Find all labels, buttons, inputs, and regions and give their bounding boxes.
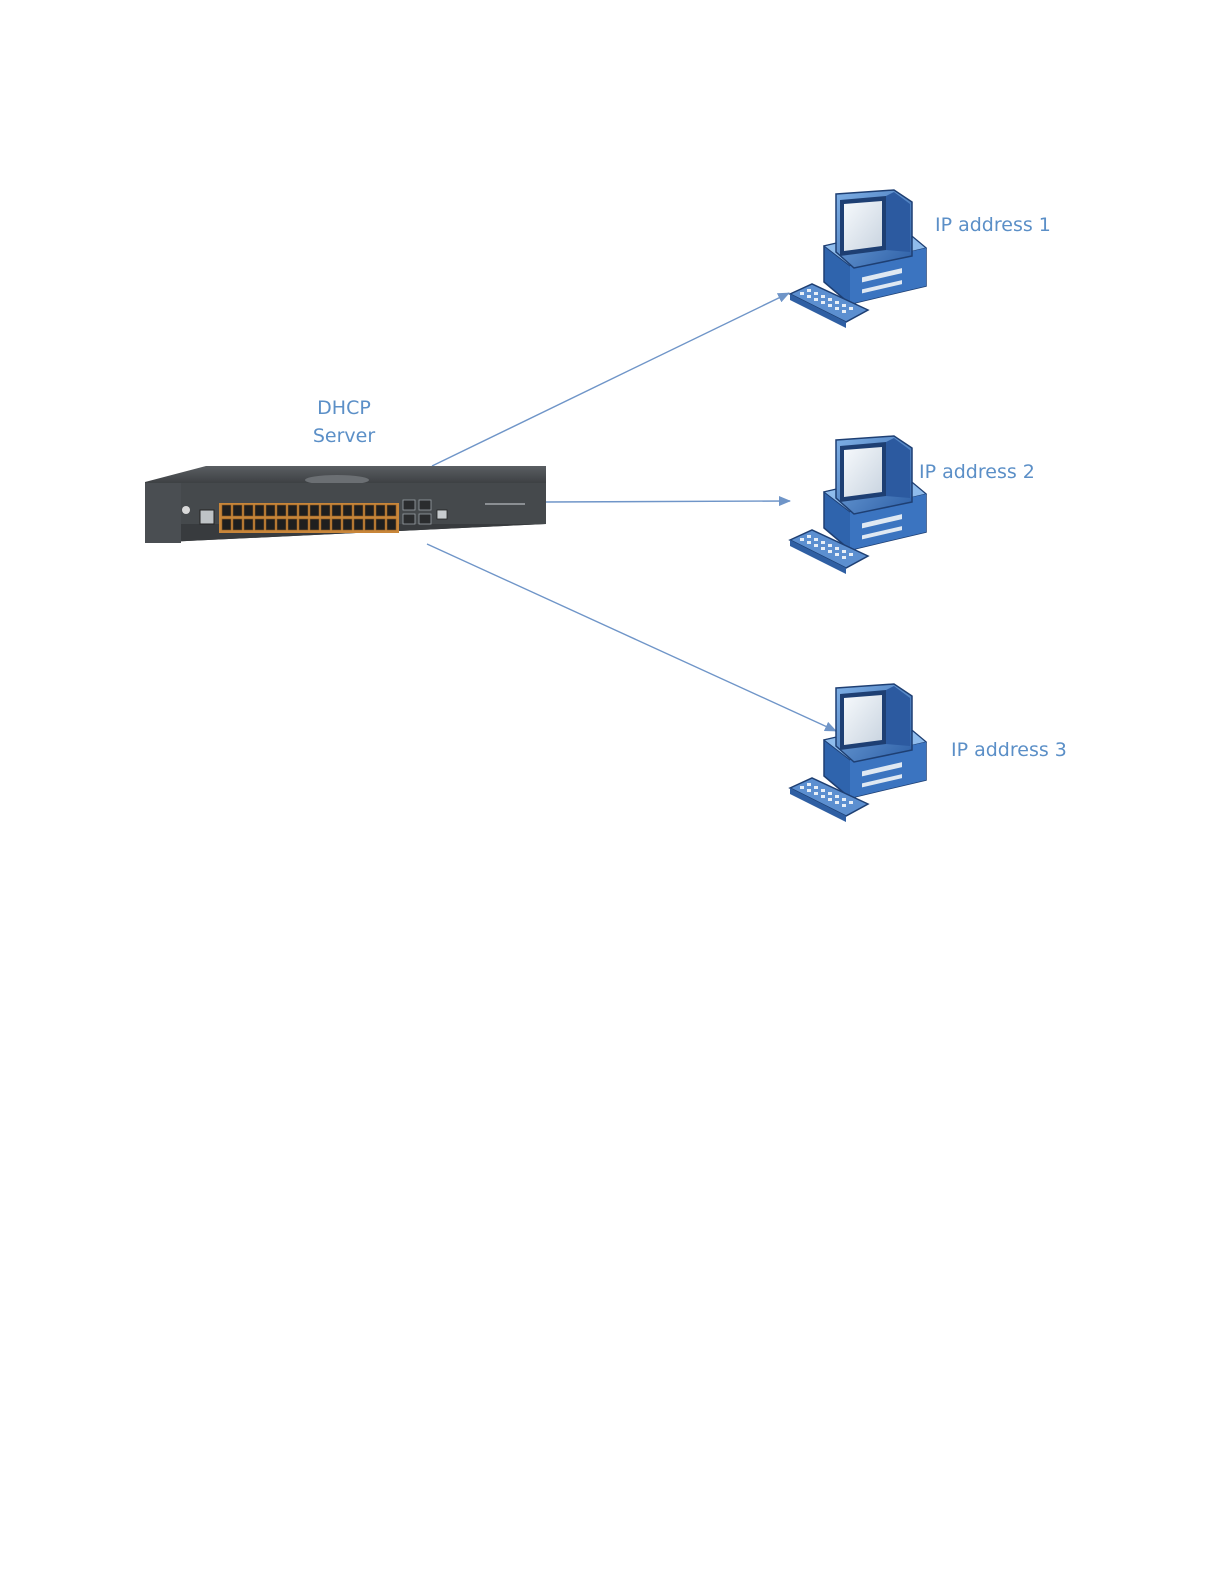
desktop-computer-icon (790, 684, 926, 822)
client-label-1: IP address 1 (935, 211, 1051, 239)
client-label-2: IP address 2 (919, 458, 1035, 486)
client-label-3: IP address 3 (951, 736, 1067, 764)
connector-arrow-1 (432, 293, 789, 466)
dhcp-server-label: DHCP Server (300, 394, 388, 450)
dhcp-server-label-line1: DHCP (300, 394, 388, 422)
connector-arrow-3 (427, 544, 836, 731)
network-switch-icon (145, 466, 546, 543)
desktop-computer-icon (790, 436, 926, 574)
desktop-computer-icon (790, 190, 926, 328)
connector-arrow-2 (546, 501, 790, 502)
dhcp-server-label-line2: Server (300, 422, 388, 450)
